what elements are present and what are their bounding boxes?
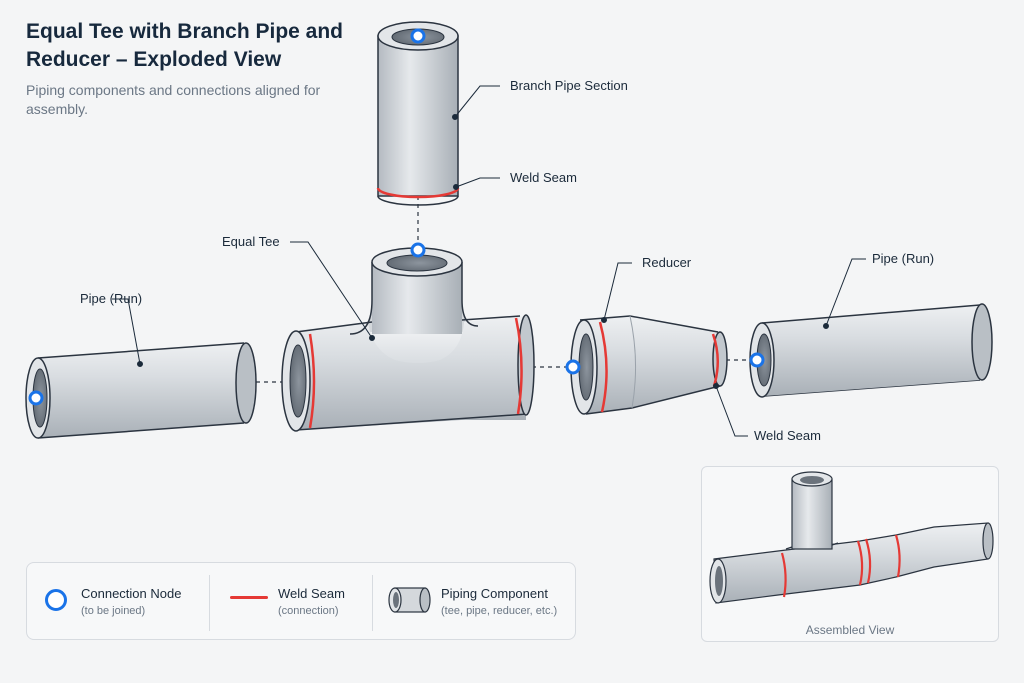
connection-node-icon — [45, 589, 67, 611]
leader-lines — [112, 85, 866, 437]
legend-divider — [372, 575, 373, 631]
legend-divider — [209, 575, 210, 631]
equal-tee — [281, 247, 535, 432]
legend-title: Weld Seam — [278, 586, 345, 601]
assembled-view-caption: Assembled View — [805, 623, 895, 637]
legend-desc: (connection) — [278, 605, 339, 617]
label-equal-tee: Equal Tee — [222, 234, 280, 249]
label-branch-pipe: Branch Pipe Section — [510, 78, 628, 93]
label-reducer: Reducer — [642, 255, 692, 270]
label-branch-weld-seam: Weld Seam — [510, 170, 577, 185]
connection-node-icon — [410, 242, 426, 258]
label-reducer-weld-seam: Weld Seam — [754, 428, 821, 443]
branch-pipe — [376, 21, 460, 206]
right-pipe — [749, 303, 993, 398]
connection-node-icon — [28, 390, 44, 406]
legend-item-connection-node: Connection Node (to be joined) — [27, 563, 209, 639]
connection-node-icon — [565, 359, 581, 375]
legend-item-weld-seam: Weld Seam (connection) — [210, 563, 372, 639]
left-pipe — [25, 342, 257, 439]
pipe-component-icon — [388, 587, 431, 613]
legend-title: Piping Component — [441, 586, 548, 601]
label-left-pipe: Pipe (Run) — [80, 291, 142, 306]
page-title: Equal Tee with Branch Pipe and Reducer –… — [26, 20, 343, 71]
weld-seam-icon — [230, 596, 268, 599]
assembled-view-drawing — [709, 471, 994, 604]
label-right-pipe: Pipe (Run) — [872, 251, 934, 266]
legend-title: Connection Node — [81, 586, 182, 601]
legend: Connection Node (to be joined) Weld Seam… — [26, 562, 576, 640]
connection-node-icon — [749, 352, 765, 368]
legend-desc: (to be joined) — [81, 605, 146, 617]
page-subtitle: Piping components and connections aligne… — [26, 82, 321, 117]
legend-item-piping-component: Piping Component (tee, pipe, reducer, et… — [373, 563, 575, 639]
reducer — [570, 315, 728, 415]
connection-nodes — [28, 28, 765, 406]
legend-desc: (tee, pipe, reducer, etc.) — [441, 605, 558, 617]
assembled-view-inset: Assembled View — [701, 466, 999, 642]
connection-node-icon — [410, 28, 426, 44]
